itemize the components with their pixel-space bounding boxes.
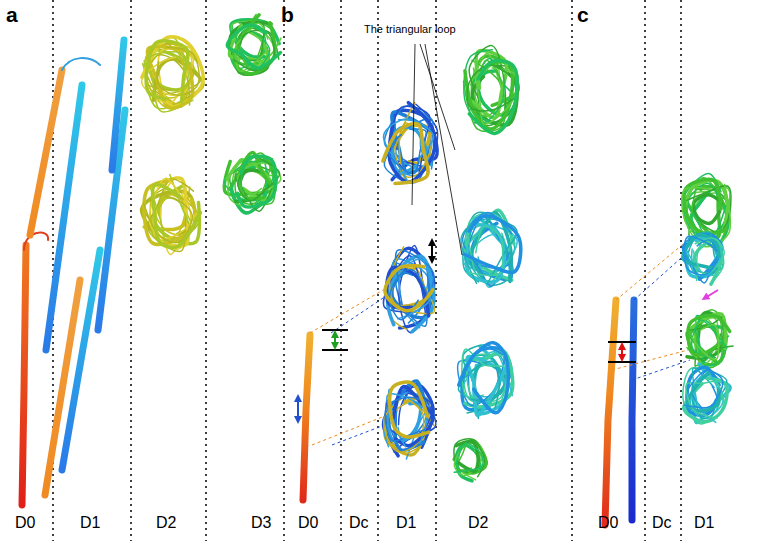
illustration-part — [298, 242, 718, 420]
illustration-part — [142, 37, 203, 107]
illustration-part — [692, 325, 719, 360]
domain-label: D3 — [251, 515, 271, 531]
illustration-part — [153, 184, 201, 247]
domain-label: D2 — [156, 515, 176, 531]
illustration-part — [144, 196, 193, 243]
illustration-part — [322, 329, 348, 331]
illustration-part — [383, 123, 428, 183]
illustration-part — [684, 236, 718, 275]
illustration-part — [142, 14, 734, 480]
illustration-part — [412, 44, 415, 205]
illustration-part — [420, 44, 455, 150]
illustration-part — [53, 0, 681, 541]
illustration-part — [237, 156, 275, 207]
illustration-part — [283, 0, 285, 541]
illustration-part — [616, 240, 688, 300]
illustration-part — [112, 40, 124, 170]
illustration-part — [608, 341, 636, 343]
illustration-part — [30, 70, 62, 235]
panel-letter: a — [6, 4, 18, 25]
illustration-part — [130, 0, 132, 541]
illustration-part — [390, 382, 429, 437]
annotation-text: The triangular loop — [364, 24, 456, 35]
illustration-part — [328, 335, 335, 495]
domain-label: D1 — [80, 515, 100, 531]
illustration-part — [435, 0, 437, 541]
domain-label: D0 — [598, 515, 618, 531]
illustration-part — [384, 119, 434, 182]
illustration-part — [157, 47, 199, 95]
illustration-part — [571, 0, 573, 541]
illustration-part — [693, 195, 722, 224]
illustration-part — [687, 373, 718, 411]
illustration-part — [632, 360, 690, 380]
illustration-part — [425, 44, 462, 255]
illustration-part — [227, 25, 280, 68]
illustration-part — [303, 335, 310, 500]
illustration-part — [322, 349, 348, 351]
illustration-part — [466, 224, 504, 282]
illustration-part — [462, 349, 508, 403]
illustration-part — [454, 443, 483, 472]
illustration-part — [334, 334, 336, 346]
illustration-part — [146, 41, 188, 102]
illustration-part — [605, 300, 616, 525]
illustration-part — [608, 361, 636, 363]
illustration-part — [39, 250, 46, 505]
illustration-part — [684, 377, 727, 421]
domain-label: Dc — [349, 515, 369, 531]
illustration-part — [377, 0, 379, 541]
illustration-part — [459, 348, 509, 413]
illustration-part — [431, 242, 433, 260]
illustration-part — [412, 44, 462, 255]
illustration-part — [297, 398, 299, 420]
illustration-part — [644, 0, 646, 541]
illustration-part — [205, 0, 207, 541]
illustration-part — [385, 266, 433, 311]
illustration-part — [464, 216, 521, 273]
illustration-part — [340, 0, 342, 541]
illustration-part — [705, 290, 718, 298]
illustration-part — [621, 346, 623, 358]
illustration-part — [62, 250, 100, 470]
domain-label: D1 — [396, 515, 416, 531]
illustration-part — [612, 350, 688, 370]
domain-label: D0 — [298, 515, 318, 531]
domain-label: D0 — [15, 515, 35, 531]
illustration-part — [686, 382, 725, 418]
illustration-part — [632, 300, 634, 520]
illustration-part — [680, 0, 682, 541]
domain-label: D1 — [694, 515, 714, 531]
illustration-part — [469, 61, 517, 134]
illustration-part — [22, 245, 26, 505]
illustration-part — [467, 65, 517, 111]
illustration-part — [688, 316, 730, 355]
panel-letter: c — [577, 4, 589, 25]
panel-letter: b — [281, 4, 294, 25]
illustration-part — [22, 40, 634, 525]
domain-label: D2 — [468, 515, 488, 531]
illustration-part — [684, 370, 723, 408]
illustration-part — [456, 442, 478, 472]
domain-label: Dc — [652, 515, 672, 531]
illustration-part — [62, 58, 100, 70]
